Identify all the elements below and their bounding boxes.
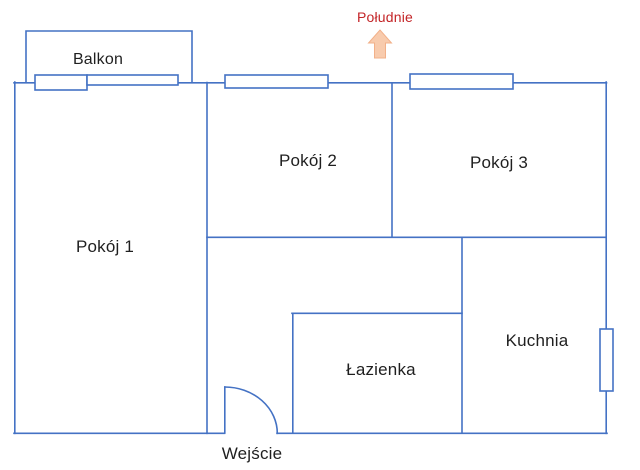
balcony-outline: [25, 30, 193, 83]
room3-label: Pokój 3: [469, 153, 529, 172]
room2-label: Pokój 2: [278, 151, 338, 170]
south-direction-label: Południe: [356, 9, 414, 25]
kitchen-label: Kuchnia: [505, 331, 569, 350]
kitchen-window: [599, 328, 614, 392]
bathroom-label: Łazienka: [346, 360, 416, 379]
room1-label: Pokój 1: [75, 237, 135, 256]
entrance-door-arc: [223, 386, 279, 435]
balcony-label: Balkon: [72, 51, 124, 68]
room2-window: [224, 74, 329, 89]
windows: [34, 73, 614, 392]
entrance-label: Wejście: [221, 444, 283, 463]
balcony-door-window: [34, 74, 88, 91]
room3-window: [409, 73, 514, 90]
balcony-window: [86, 74, 179, 86]
walls: [13, 30, 608, 435]
south-arrow-icon: [367, 29, 393, 59]
